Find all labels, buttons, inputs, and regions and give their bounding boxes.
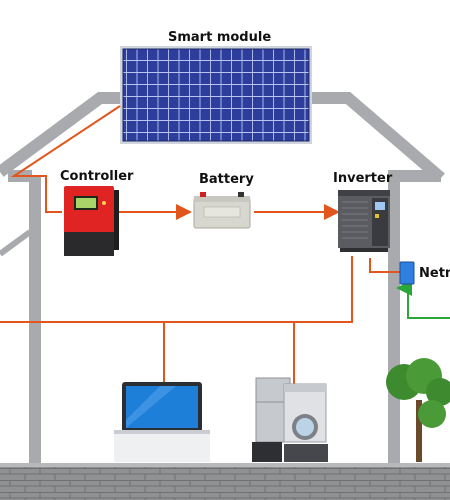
battery-label: Battery <box>199 172 254 187</box>
battery <box>193 192 251 229</box>
net-meter <box>399 261 415 285</box>
ground-line <box>0 463 450 467</box>
house-outline <box>0 92 445 466</box>
inverter-label: Inverter <box>333 171 393 186</box>
solar-panel <box>120 46 312 144</box>
netmeter-label: Netm <box>419 266 450 281</box>
brick-ground <box>0 466 450 500</box>
charge-controller <box>64 186 119 256</box>
home-appliances <box>252 377 328 462</box>
laptop <box>114 382 210 462</box>
smart-module-label: Smart module <box>168 30 272 45</box>
grid-wire <box>396 280 450 319</box>
wiring <box>0 105 400 390</box>
controller-label: Controller <box>60 169 134 184</box>
tree <box>386 358 450 462</box>
inverter <box>338 190 390 252</box>
